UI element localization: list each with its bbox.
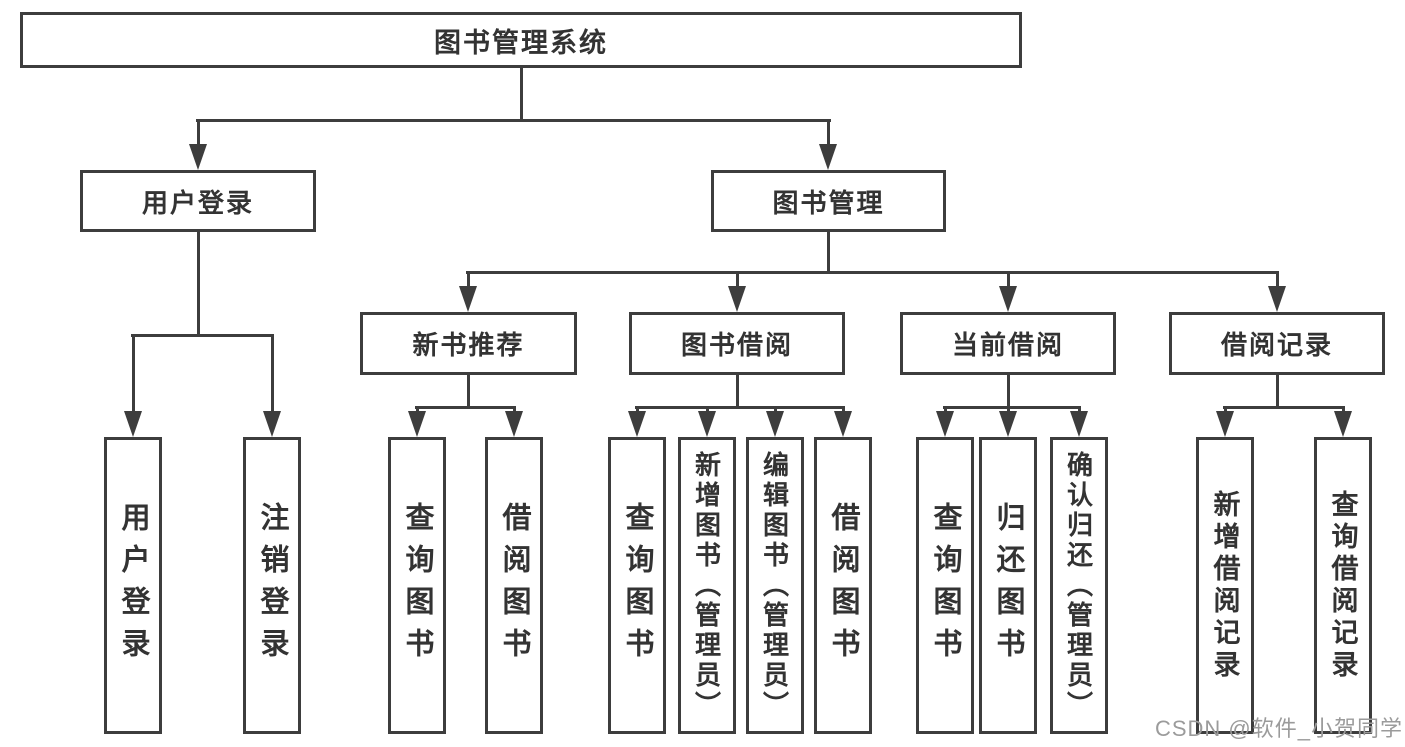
connector-line	[636, 406, 639, 414]
node-label: 新书推荐	[412, 330, 525, 360]
leaf-label: 查询图书	[929, 501, 961, 670]
node-book-management: 图书管理	[711, 170, 946, 232]
connector-line	[415, 406, 516, 409]
leaf-edit-books-admin: 编辑图书（管理员）	[746, 437, 804, 734]
connector-line	[197, 232, 200, 336]
connector-line	[1223, 406, 1345, 409]
connector-line	[1007, 375, 1010, 408]
arrow-down-icon	[936, 411, 954, 437]
node-current-borrow: 当前借阅	[900, 312, 1116, 375]
leaf-label: 注销登录	[256, 501, 288, 670]
connector-line	[736, 375, 739, 408]
arrow-down-icon	[1070, 411, 1088, 437]
node-book-borrow: 图书借阅	[629, 312, 845, 375]
connector-line	[943, 406, 1081, 409]
node-label: 用户登录	[141, 187, 254, 218]
node-label: 图书管理	[772, 187, 885, 218]
arrow-down-icon	[1216, 411, 1234, 437]
connector-line	[131, 334, 273, 337]
connector-line	[736, 271, 739, 288]
node-user-login: 用户登录	[80, 170, 316, 232]
leaf-logout: 注销登录	[243, 437, 301, 734]
arrow-down-icon	[698, 411, 716, 437]
leaf-query-books-recommend: 查询图书	[388, 437, 446, 734]
arrow-down-icon	[766, 411, 784, 437]
leaf-label: 归还图书	[992, 501, 1024, 670]
arrow-down-icon	[728, 286, 746, 312]
leaf-borrow-books-recommend: 借阅图书	[485, 437, 543, 734]
node-new-book-recommend: 新书推荐	[360, 312, 577, 375]
arrow-down-icon	[628, 411, 646, 437]
connector-line	[1078, 406, 1081, 414]
leaf-query-books-current: 查询图书	[916, 437, 974, 734]
node-library-system: 图书管理系统	[20, 12, 1022, 68]
leaf-label: 新增图书（管理员）	[691, 450, 722, 721]
leaf-label: 借阅图书	[827, 501, 859, 670]
leaf-borrow-books: 借阅图书	[814, 437, 872, 734]
arrow-down-icon	[999, 411, 1017, 437]
leaf-label: 编辑图书（管理员）	[759, 450, 790, 721]
connector-line	[1276, 375, 1279, 408]
connector-line	[944, 406, 947, 414]
connector-line	[416, 406, 419, 414]
connector-line	[520, 68, 523, 122]
arrow-down-icon	[459, 286, 477, 312]
leaf-add-borrow-record: 新增借阅记录	[1196, 437, 1254, 734]
node-label: 图书管理系统	[434, 27, 608, 58]
connector-line	[635, 406, 845, 409]
connector-line	[466, 271, 1279, 274]
connector-line	[513, 406, 516, 414]
leaf-label: 用户登录	[117, 501, 149, 670]
connector-line	[197, 119, 200, 147]
leaf-label: 借阅图书	[498, 501, 530, 670]
leaf-confirm-return-admin: 确认归还（管理员）	[1050, 437, 1108, 734]
arrow-down-icon	[1334, 411, 1352, 437]
connector-line	[842, 406, 845, 414]
leaf-label: 查询图书	[401, 501, 433, 670]
connector-line	[827, 119, 830, 147]
arrow-down-icon	[189, 144, 207, 170]
leaf-label: 查询借阅记录	[1327, 489, 1358, 682]
arrow-down-icon	[999, 286, 1017, 312]
leaf-query-books-borrow: 查询图书	[608, 437, 666, 734]
connector-line	[706, 406, 709, 414]
connector-line	[1276, 271, 1279, 288]
leaf-label: 新增借阅记录	[1209, 489, 1240, 682]
connector-line	[1342, 406, 1345, 414]
leaf-return-books: 归还图书	[979, 437, 1037, 734]
connector-line	[271, 334, 274, 413]
arrow-down-icon	[834, 411, 852, 437]
arrow-down-icon	[263, 411, 281, 437]
arrow-down-icon	[1268, 286, 1286, 312]
leaf-add-books-admin: 新增图书（管理员）	[678, 437, 736, 734]
connector-line	[196, 119, 831, 122]
arrow-down-icon	[819, 144, 837, 170]
connector-line	[1007, 406, 1010, 414]
connector-line	[132, 334, 135, 413]
leaf-label: 查询图书	[621, 501, 653, 670]
connector-line	[467, 375, 470, 408]
connector-line	[774, 406, 777, 414]
arrow-down-icon	[124, 411, 142, 437]
arrow-down-icon	[505, 411, 523, 437]
connector-line	[827, 232, 830, 273]
leaf-label: 确认归还（管理员）	[1063, 450, 1094, 721]
node-borrow-records: 借阅记录	[1169, 312, 1385, 375]
csdn-watermark: CSDN @软件_小贺同学	[1154, 716, 1403, 741]
arrow-down-icon	[408, 411, 426, 437]
node-label: 图书借阅	[680, 330, 793, 360]
node-label: 借阅记录	[1220, 330, 1333, 360]
leaf-query-borrow-record: 查询借阅记录	[1314, 437, 1372, 734]
connector-line	[1224, 406, 1227, 414]
connector-line	[467, 271, 470, 288]
node-label: 当前借阅	[951, 330, 1064, 360]
connector-line	[1007, 271, 1010, 288]
leaf-user-login: 用户登录	[104, 437, 162, 734]
